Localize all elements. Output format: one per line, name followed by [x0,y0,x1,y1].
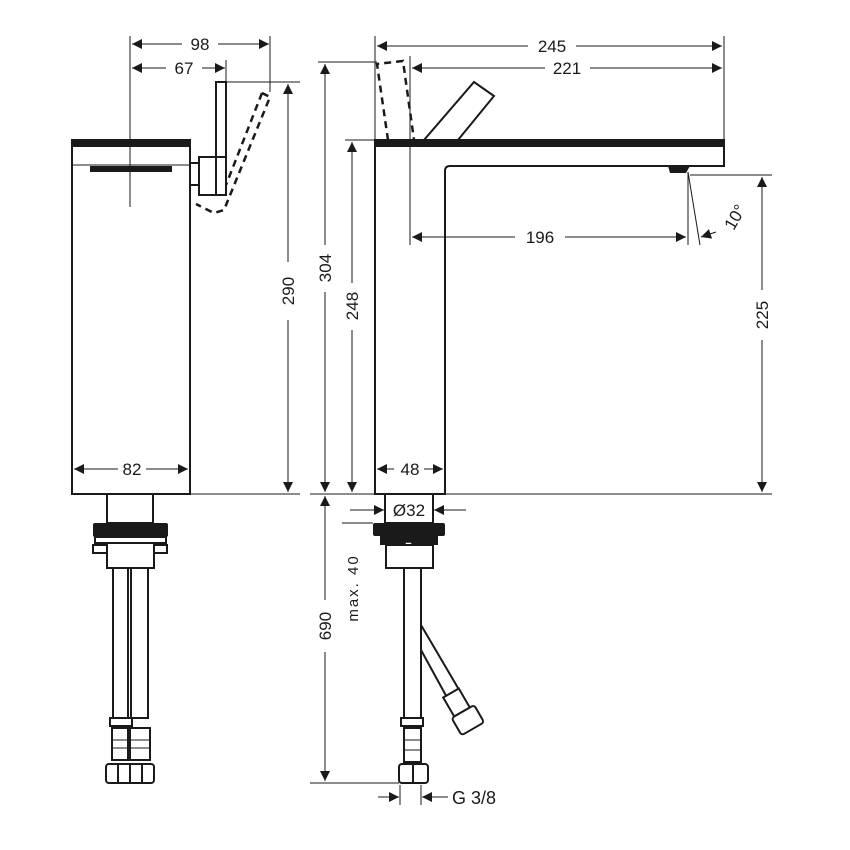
side-view: 98 67 290 82 [71,35,300,784]
dim-225: 225 [753,301,772,329]
aerator-hatch [90,166,172,172]
side-hose-2 [130,567,149,719]
dim-67: 67 [175,59,194,78]
dim-82: 82 [123,460,142,479]
side-mounting-nut [93,523,168,537]
dim-98: 98 [191,35,210,54]
front-body-spout [374,139,725,495]
dim-248: 248 [343,292,362,320]
front-angled-connection-nut [451,705,485,736]
dim-max-40: max. 40 [345,554,362,621]
side-body [71,139,191,495]
dim-10-degrees: 10° [721,201,750,233]
front-mounting-nut [373,523,445,536]
dim-290: 290 [279,277,298,305]
front-hose [403,567,422,719]
aerator [668,166,690,173]
front-lever-open-position [375,59,416,141]
dim-221: 221 [553,59,581,78]
dim-304: 304 [316,254,335,282]
dim-245: 245 [538,37,566,56]
dim-48: 48 [401,460,420,479]
side-hose-1 [112,567,129,719]
dim-g-3-8: G 3/8 [452,788,496,808]
dim-690: 690 [316,612,335,640]
dim-196: 196 [526,228,554,247]
dim-diameter-32: Ø32 [393,501,425,520]
lever-open-position [195,91,272,215]
side-shank [106,493,154,524]
front-lever [423,80,496,141]
side-lever [215,81,227,196]
front-view: 245 221 196 10° 304 248 225 48 [310,36,772,808]
